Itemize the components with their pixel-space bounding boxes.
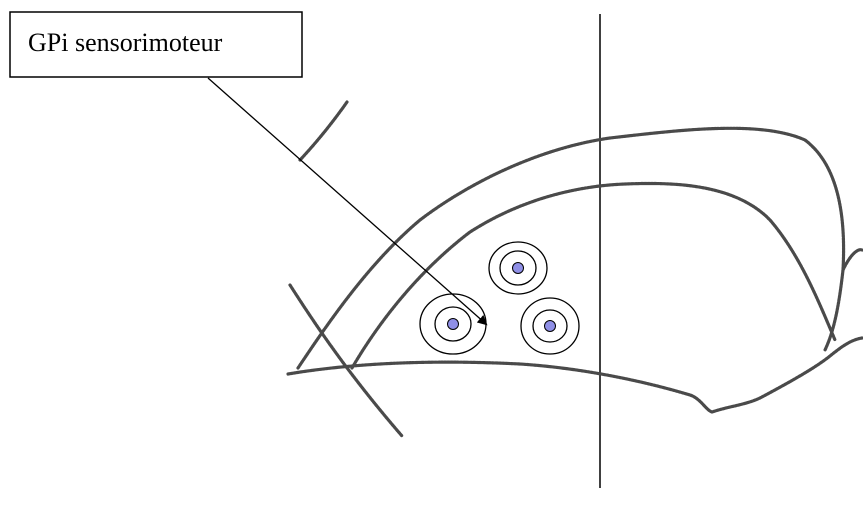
callout-arrow bbox=[208, 78, 486, 324]
right-edge-contour bbox=[843, 250, 862, 270]
left-crossing-stroke bbox=[290, 285, 402, 436]
left-upper-stroke bbox=[300, 102, 347, 160]
callout-box: GPi sensorimoteur bbox=[10, 12, 302, 77]
brain-structure-outline bbox=[288, 102, 862, 436]
outer-arc bbox=[298, 128, 844, 368]
contact-marker-left bbox=[420, 294, 486, 354]
contact-marker-right bbox=[521, 298, 579, 354]
callout-label: GPi sensorimoteur bbox=[28, 28, 223, 57]
contact-marker-top bbox=[489, 242, 547, 294]
